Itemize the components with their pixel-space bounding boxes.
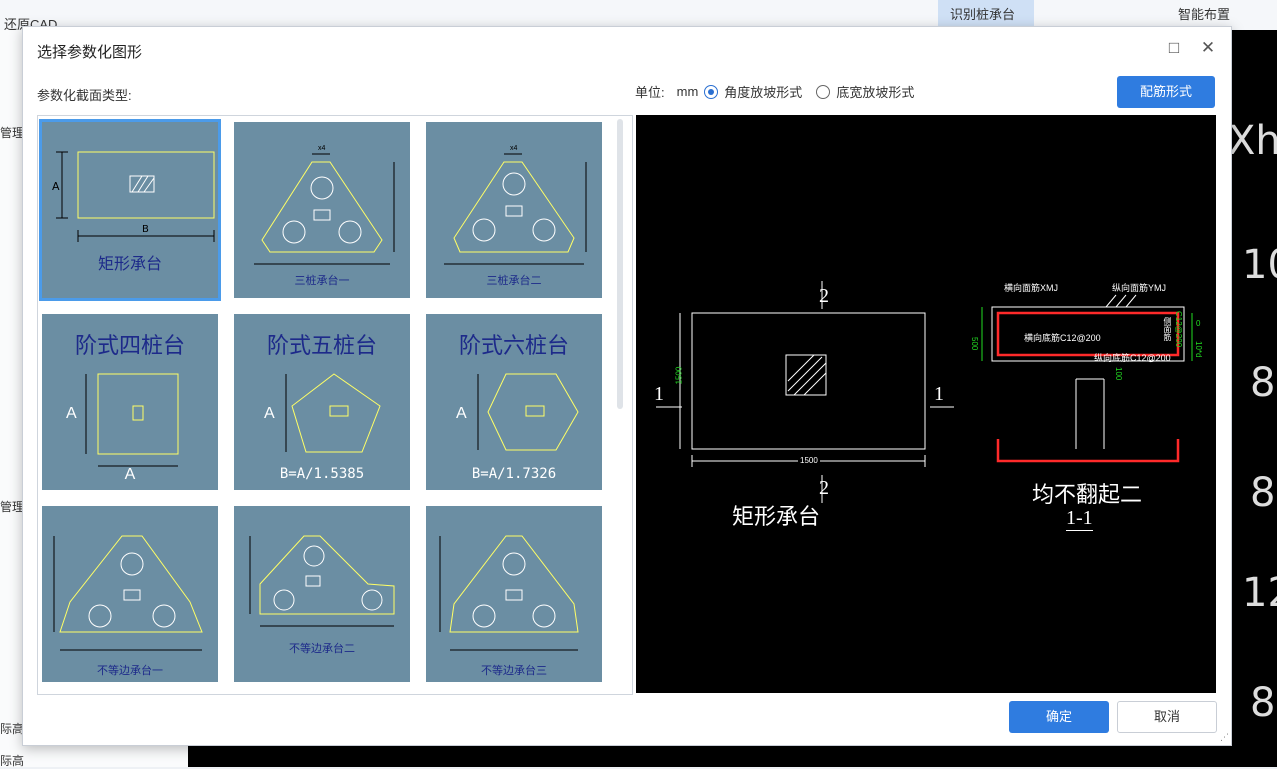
- gallery-item-three-pile-2[interactable]: x4 三桩承台二: [426, 122, 602, 298]
- unequal-1-diagram: [53, 535, 203, 651]
- svg-text:x4: x4: [510, 145, 518, 152]
- angle-slope-label[interactable]: 角度放坡形式: [724, 85, 803, 100]
- plan-title: 矩形承台: [732, 504, 821, 529]
- rebar-label: 纵向面筋YMJ: [1112, 283, 1167, 293]
- gallery-sub: B=A/1.5385: [279, 466, 365, 482]
- section-mark: 1: [934, 383, 944, 405]
- unequal-3-diagram: [439, 535, 579, 651]
- gallery-item-unequal-2[interactable]: 不等边承台二: [234, 506, 410, 682]
- cancel-button[interactable]: 取消: [1117, 701, 1217, 733]
- three-pile-1-diagram: x4: [254, 145, 395, 265]
- dim-height: 1500: [674, 366, 684, 385]
- rebar-label: 10*d: [1194, 341, 1203, 358]
- unit-label: 单位:: [635, 85, 665, 100]
- step-six-pile-diagram: A: [456, 373, 579, 451]
- canvas-label: 8: [1250, 360, 1276, 406]
- canvas-label: 8: [1250, 470, 1276, 516]
- rebar-label: 0: [1196, 319, 1201, 328]
- gallery-caption: 阶式六桩台: [458, 333, 569, 358]
- section-type-label: 参数化截面类型:: [37, 88, 132, 103]
- unequal-2-diagram: [249, 535, 395, 627]
- toolbar-item-identify-pile-cap[interactable]: 识别桩承台: [950, 7, 1016, 22]
- left-panel-item[interactable]: 管理: [0, 126, 25, 140]
- rebar-label: 纵向底筋C12@200: [1094, 353, 1171, 363]
- gallery-scrollbar[interactable]: [617, 119, 623, 409]
- gallery-caption: 矩形承台: [97, 256, 162, 273]
- gallery-caption: 阶式四桩台: [74, 333, 185, 358]
- gallery-item-unequal-1[interactable]: 不等边承台一: [42, 506, 218, 682]
- left-panel-item[interactable]: 管理: [0, 500, 25, 514]
- svg-text:A: A: [52, 180, 60, 193]
- gallery-item-step-five-pile[interactable]: 阶式五桩台 A B=A/1.5385: [234, 314, 410, 490]
- three-pile-2-diagram: x4: [444, 145, 587, 265]
- gallery-caption: 不等边承台一: [97, 665, 163, 677]
- rebar-label: 横向面筋XMJ: [1004, 283, 1059, 293]
- svg-text:A: A: [456, 405, 467, 422]
- section-title: 均不翻起二: [1032, 482, 1143, 507]
- canvas-label: Xh: [1228, 118, 1277, 164]
- gallery-sub: A: [124, 466, 136, 483]
- maximize-icon[interactable]: □: [1168, 38, 1180, 57]
- bottom-width-slope-label[interactable]: 底宽放坡形式: [836, 85, 915, 100]
- svg-text:B: B: [142, 224, 149, 235]
- app-toolbar: 还原CAD 识别桩承台 智能布置: [0, 0, 1277, 32]
- section-mark: 2: [819, 477, 829, 499]
- step-five-pile-diagram: A: [264, 373, 381, 453]
- gallery-item-three-pile-1[interactable]: x4 三桩承台一: [234, 122, 410, 298]
- shape-gallery[interactable]: A B 矩形承台 x4 三桩承台一: [37, 115, 633, 695]
- svg-text:A: A: [66, 405, 77, 422]
- parametric-shape-dialog: 选择参数化图形 □ ✕ 参数化截面类型: 单位: mm 角度放坡形式 底宽放坡形…: [22, 26, 1232, 746]
- left-panel-item[interactable]: 际高: [0, 722, 25, 736]
- svg-text:x4: x4: [318, 145, 326, 152]
- gallery-caption: 三桩承台一: [294, 275, 350, 287]
- gallery-caption: 阶式五桩台: [266, 333, 377, 358]
- resize-grip-icon[interactable]: ⋰: [1220, 732, 1229, 742]
- canvas-label: 10: [1242, 242, 1277, 288]
- angle-slope-radio[interactable]: [704, 84, 719, 99]
- section-label: 1-1: [1066, 507, 1093, 531]
- unit-row: 单位: mm 角度放坡形式 底宽放坡形式: [635, 82, 914, 101]
- dialog-title: 选择参数化图形: [37, 44, 143, 61]
- rebar-label: 500: [970, 337, 979, 351]
- gallery-item-rect-cap[interactable]: A B 矩形承台: [39, 119, 221, 301]
- rect-cap-diagram: A B: [52, 151, 215, 242]
- shape-preview: 2 2 1 1 1500 1500 矩形承台 横向面筋XMJ 纵向面筋YMJ 横…: [636, 115, 1216, 693]
- rebar-label: 100: [1114, 367, 1123, 381]
- gallery-item-step-four-pile[interactable]: 阶式四桩台 A A: [42, 314, 218, 490]
- gallery-sub: B=A/1.7326: [471, 466, 557, 482]
- rebar-label: 横向底筋C12@200: [1024, 333, 1101, 343]
- left-panel-item[interactable]: 际高: [0, 754, 25, 768]
- preview-drawing: [656, 281, 1193, 503]
- step-four-pile-diagram: A: [66, 373, 179, 467]
- rebar-label: 侧面筋: [1163, 317, 1172, 341]
- canvas-label: 12: [1242, 570, 1277, 616]
- rebar-label: C12@200: [1174, 311, 1183, 348]
- gallery-caption: 不等边承台三: [481, 665, 547, 677]
- gallery-item-unequal-3[interactable]: 不等边承台三: [426, 506, 602, 682]
- gallery-caption: 不等边承台二: [289, 643, 355, 655]
- close-icon[interactable]: ✕: [1200, 38, 1216, 57]
- gallery-item-step-six-pile[interactable]: 阶式六桩台 A B=A/1.7326: [426, 314, 602, 490]
- section-mark: 2: [819, 285, 829, 307]
- section-mark: 1: [654, 383, 664, 405]
- canvas-label: 8: [1250, 680, 1276, 726]
- toolbar-item-highlight: [938, 0, 1034, 26]
- ok-button[interactable]: 确定: [1009, 701, 1109, 733]
- unit-value: mm: [676, 84, 699, 99]
- dim-width: 1500: [798, 456, 820, 465]
- svg-text:A: A: [264, 405, 275, 422]
- bottom-width-slope-radio[interactable]: [816, 84, 831, 99]
- rebar-form-button[interactable]: 配筋形式: [1117, 76, 1215, 108]
- toolbar-item-smart-layout[interactable]: 智能布置: [1178, 7, 1231, 22]
- gallery-caption: 三桩承台二: [486, 275, 542, 287]
